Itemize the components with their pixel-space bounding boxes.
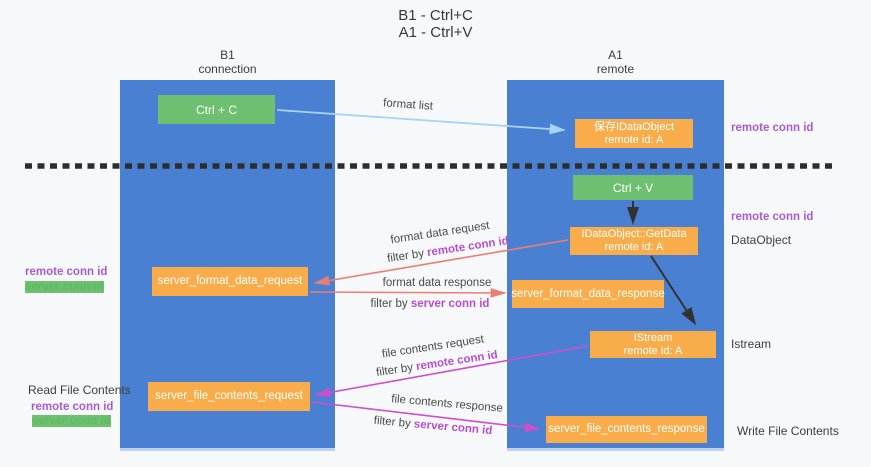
- annotation-remote-conn-id-left1: remote conn id: [25, 266, 108, 278]
- annotation-istream: Istream: [731, 337, 772, 351]
- title-line-1: B1 - Ctrl+C: [398, 7, 473, 24]
- node-saved-idataobject: 保存IDataObject remote id: A: [575, 119, 693, 148]
- server-conn-id-highlight: server conn id: [410, 298, 490, 310]
- column-header-a1: A1 remote: [507, 48, 724, 76]
- annotation-remote-conn-id-mid: remote conn id: [731, 211, 814, 223]
- column-header-b1: B1 connection: [120, 48, 335, 76]
- annotation-server-conn-id-left2: server conn id: [32, 415, 111, 427]
- node-ctrl-c: Ctrl + C: [158, 95, 275, 124]
- annotation-dataobject: DataObject: [731, 233, 792, 247]
- getdata-line2: remote id: A: [604, 241, 664, 253]
- filter-prefix: filter by: [375, 361, 418, 380]
- annotation-remote-conn-id-left2: remote conn id: [31, 401, 114, 413]
- annotation-remote-conn-id-top: remote conn id: [731, 122, 814, 134]
- column-a1-name: A1: [608, 48, 623, 62]
- node-server-format-data-request: server_format_data_request: [152, 267, 308, 296]
- ctrl-v-label: Ctrl + V: [612, 180, 654, 195]
- annotation-write-file-contents: Write File Contents: [737, 424, 839, 438]
- label-format-list: format list: [382, 97, 434, 113]
- diagram-title: B1 - Ctrl+C A1 - Ctrl+V: [0, 7, 871, 41]
- filter-prefix: filter by: [373, 414, 415, 431]
- arrow-format-data-response: [309, 288, 507, 298]
- filter-prefix: filter by: [386, 247, 429, 266]
- node-idataobject-getdata: IDataObject::GetData remote id: A: [570, 227, 698, 255]
- server-conn-id-highlight: server conn id: [413, 418, 493, 438]
- column-a1-role: remote: [596, 62, 635, 76]
- node-server-file-contents-request: server_file_contents_request: [148, 382, 310, 411]
- filter-prefix: filter by: [370, 298, 411, 310]
- node-ctrl-v: Ctrl + V: [573, 175, 693, 200]
- ctrl-c-label: Ctrl + C: [195, 102, 237, 117]
- saved-idataobject-line2: remote id: A: [604, 133, 664, 146]
- annotation-server-conn-id-left1: server conn id: [25, 281, 104, 293]
- node-istream: IStream remote id: A: [590, 331, 716, 358]
- label-file-contents-response: file contents response: [390, 393, 504, 415]
- server-format-data-response-label: server_format_data_response: [511, 287, 665, 300]
- server-file-contents-request-label: server_file_contents_request: [155, 390, 303, 402]
- istream-line2: remote id: A: [623, 344, 683, 357]
- server-format-data-request-label: server_format_data_request: [157, 275, 303, 287]
- server-file-contents-response-label: server_file_contents_response: [548, 423, 705, 435]
- annotation-read-file-contents: Read File Contents: [28, 383, 131, 397]
- title-line-2: A1 - Ctrl+V: [398, 24, 473, 41]
- getdata-line1: IDataObject::GetData: [581, 228, 687, 240]
- node-server-file-contents-response: server_file_contents_response: [546, 416, 707, 443]
- column-b1-name: B1: [220, 48, 235, 62]
- saved-idataobject-line1: 保存IDataObject: [593, 120, 675, 133]
- label-format-data-response: format data response: [382, 277, 492, 289]
- node-server-format-data-response: server_format_data_response: [511, 280, 665, 308]
- label-filter-server-1: filter by server conn id: [371, 298, 490, 310]
- istream-line1: IStream: [633, 331, 673, 344]
- label-filter-server-2: filter by server conn id: [373, 415, 492, 437]
- column-b1-role: connection: [198, 62, 257, 76]
